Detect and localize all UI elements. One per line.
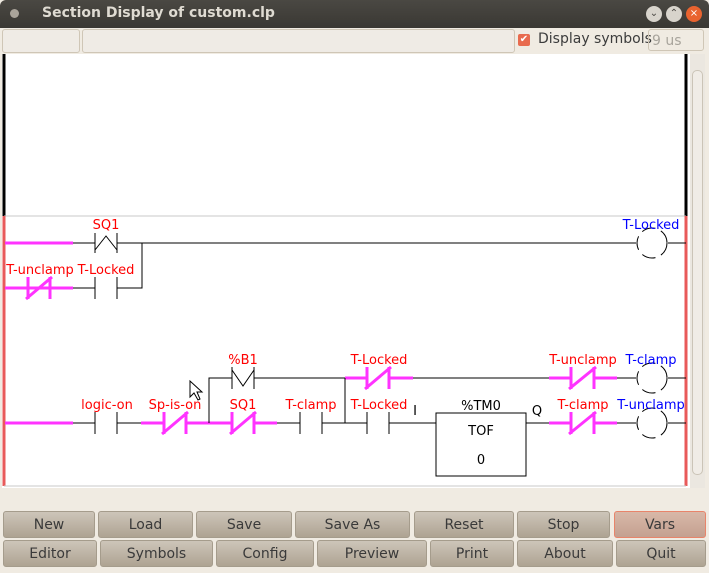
label-t-locked: T-Locked [77,263,135,278]
status-field-main [82,29,515,53]
stop-button[interactable]: Stop [517,511,610,538]
label-coil-t-unclamp: T-unclamp [616,398,685,413]
maximize-icon[interactable]: ⌃ [666,6,682,22]
timer-type: TOF [467,424,494,439]
contact-nc-t-unclamp-top [568,365,597,391]
coil-t-locked [636,227,668,259]
timer-value: 0 [477,453,485,468]
scrollbar-thumb[interactable] [692,70,703,475]
timer-block-tm0 [435,412,527,477]
timer-input-label: I [413,404,417,419]
editor-button[interactable]: Editor [3,540,97,567]
window-title: Section Display of custom.clp [42,5,275,21]
label-t-clamp: T-clamp [284,398,336,413]
label-sp-is-on: Sp-is-on [149,398,202,413]
contact-nc-t-locked-top [364,365,392,391]
symbols-button[interactable]: Symbols [100,540,213,567]
label-sq1: SQ1 [93,218,120,233]
label-logic-on: logic-on [81,398,133,413]
label-t-unclamp: T-unclamp [5,263,74,278]
mouse-cursor-icon [189,379,204,401]
minimize-icon[interactable]: ⌄ [646,6,662,22]
quit-button[interactable]: Quit [616,540,706,567]
label-t-locked: T-Locked [350,398,408,413]
save-as-button[interactable]: Save As [295,511,410,538]
about-button[interactable]: About [517,540,613,567]
rung-1[interactable] [5,227,686,301]
close-icon[interactable]: × [686,6,702,22]
config-button[interactable]: Config [216,540,314,567]
contact-nc-sp-is-on [161,410,189,436]
contact-nc-t-unclamp [25,275,53,301]
label-t-locked-top: T-Locked [350,353,408,368]
cycle-time-field: 9 us [648,29,704,51]
label-sq1: SQ1 [230,398,257,413]
ladder-canvas[interactable]: SQ1 T-unclamp T-Locked T-Locked logic-on… [0,54,690,488]
label-coil-t-locked: T-Locked [622,218,680,233]
timer-name: %TM0 [461,399,501,414]
timer-output-label: Q [532,404,542,419]
label-b1: %B1 [228,353,258,368]
print-button[interactable]: Print [430,540,514,567]
contact-nc-t-clamp [568,410,597,436]
display-symbols-checkbox[interactable]: ✔ [518,34,530,46]
load-button[interactable]: Load [98,511,193,538]
label-coil-t-clamp: T-clamp [624,353,676,368]
rung-2[interactable] [5,362,686,477]
title-bar: Section Display of custom.clp ⌄ ⌃ × [0,0,709,28]
contact-nc-sq1 [229,410,257,436]
coil-t-unclamp [636,407,668,439]
status-field-left [2,29,80,53]
label-t-clamp-bottom: T-clamp [556,398,608,413]
preview-button[interactable]: Preview [317,540,427,567]
reset-button[interactable]: Reset [414,511,514,538]
vars-button[interactable]: Vars [614,511,706,538]
new-button[interactable]: New [3,511,95,538]
display-symbols-label[interactable]: Display symbols [538,31,652,47]
save-button[interactable]: Save [196,511,292,538]
window-menu-icon[interactable] [10,9,19,18]
coil-t-clamp [636,362,668,394]
label-t-unclamp-top: T-unclamp [548,353,617,368]
